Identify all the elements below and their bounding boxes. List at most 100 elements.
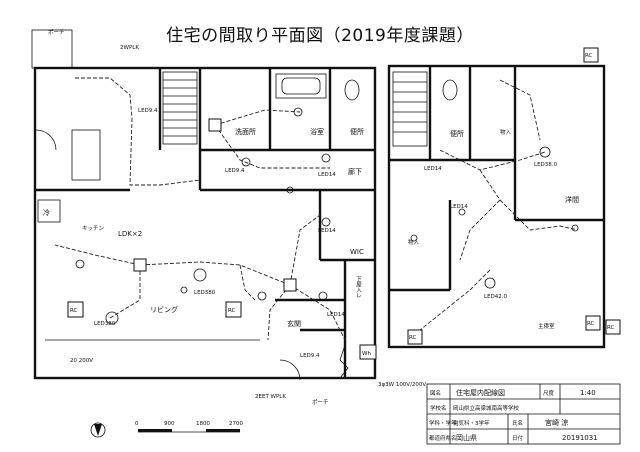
stairs-first-floor (162, 71, 198, 145)
led-label: LED380 (94, 321, 116, 327)
rc-remote: RC (605, 319, 621, 335)
porch-bottom-label: ポーチ (312, 399, 329, 406)
outlet-fixture (75, 259, 85, 269)
ceiling-light-fixture (286, 186, 294, 194)
storage2-label: 物入 (408, 238, 420, 246)
wire-run (499, 79, 541, 141)
service-label: 3φ3W 100V/200V (378, 382, 426, 388)
tb-date-label: 日付 (512, 434, 524, 442)
wire-run (239, 264, 256, 301)
led-label: LED42.0 (484, 294, 508, 300)
wire-run (129, 117, 201, 186)
led-label: LED14 (450, 204, 468, 210)
toilet-fixture (344, 79, 360, 101)
led-label: LED380 (194, 290, 216, 296)
tb-dept-label: 学科・学年 (429, 419, 457, 427)
western-label: 洋間 (565, 195, 579, 204)
led-label: LED14 (318, 172, 336, 178)
tb-person-value: 宮崎 涼 (545, 418, 568, 427)
north-arrow-ring (90, 422, 106, 438)
wire-run (419, 269, 491, 331)
wire-run (289, 214, 321, 286)
tb-scale-value: 1:40 (580, 389, 596, 397)
first-floor-outline (33, 66, 377, 380)
wire-run (499, 199, 579, 231)
scale-tick: 2700 (229, 421, 243, 427)
rc-remote: RC (583, 47, 599, 63)
tb-name-value: 住宅屋内配線図 (456, 388, 505, 397)
stairs-second-floor (392, 71, 428, 147)
toilet-fixture (442, 79, 458, 101)
ceiling-light-fixture (458, 208, 466, 216)
living-label: リビング (150, 305, 178, 314)
watt-hour-meter (359, 344, 377, 360)
title-block: 図名 住宅屋内配線図 尺度 1:40 学校名 岡山県立高梁城南高等学校 学科・学… (426, 383, 621, 445)
wire-run (214, 109, 301, 126)
junction-box (208, 118, 222, 132)
svg-text:RC: RC (585, 53, 593, 59)
wire-run (267, 284, 291, 341)
ceiling-light-fixture (321, 217, 331, 227)
refrigerator-label: 冷 (43, 208, 50, 217)
tb-pref-label: 都道府県名 (429, 434, 457, 442)
ceiling-light-fixture (293, 107, 303, 117)
wire-run (439, 149, 546, 171)
outlet-fixture (180, 286, 188, 294)
master-label: 主寝室 (538, 322, 555, 330)
svg-text:RC: RC (228, 308, 236, 314)
rc-remote: RC (225, 301, 242, 318)
bathroom-label: 浴室 (310, 127, 324, 136)
toilet1-label: 便所 (350, 127, 364, 136)
wire-run (214, 124, 330, 169)
svg-text:RC: RC (409, 335, 417, 341)
wire-run (459, 169, 501, 261)
tb-date-value: 20191031 (562, 434, 598, 442)
ac-label: 20 200V (70, 358, 93, 364)
ceiling-light-fixture (321, 153, 331, 163)
tb-pref-value: 岡山県 (456, 433, 477, 442)
second-floor-outline (387, 64, 606, 349)
first-floor-plan: ポーチ 冷 (31, 29, 426, 406)
under-stairs-label: 下屋入レ (355, 276, 362, 299)
junction-box (133, 258, 147, 272)
wire-run (54, 244, 141, 266)
wire-run (139, 261, 291, 286)
kitchen-counter (71, 129, 101, 181)
second-floor-plan: 便所 物入 物入 洋間 主寝室 LED42.0 LED38.0 LED14 LE… (387, 47, 621, 349)
porch-top-label: ポーチ (48, 29, 65, 36)
tb-scale-label: 尺度 (543, 389, 555, 397)
svg-text:RC: RC (607, 325, 615, 331)
outlet-fixture (571, 224, 579, 232)
rc-remote: RC (67, 301, 84, 318)
wp-label: 2WPLK (120, 45, 139, 51)
hallway-label: 廊下 (348, 167, 362, 176)
tb-school-label: 学校名 (430, 404, 447, 412)
junction-box (283, 278, 297, 292)
tb-person-label: 氏名 (512, 419, 523, 427)
scale-tick: 900 (164, 421, 175, 427)
ceiling-light-fixture (539, 146, 551, 158)
wire-run (75, 77, 133, 119)
rc-remote: RC (585, 315, 601, 331)
ceiling-light-fixture (257, 291, 267, 301)
service-drop (339, 344, 349, 379)
wic-label: WIC (350, 248, 364, 256)
porch-top-area (31, 29, 73, 69)
led-label: LED14 (327, 312, 345, 318)
ceiling-light-fixture (105, 311, 119, 325)
refrigerator (37, 199, 61, 223)
svg-text:RC: RC (587, 321, 595, 327)
outlet-fixture (410, 234, 418, 242)
wire-run (289, 284, 346, 341)
ceiling-light-fixture (193, 268, 207, 282)
drawing-title: 住宅の間取り平面図（2019年度課題） (166, 26, 474, 46)
washroom-label: 洗面所 (235, 127, 256, 136)
door-swing (35, 129, 57, 151)
ldk-label: LDK×2 (118, 230, 142, 238)
led-label: LED9.4 (300, 353, 320, 359)
scale-bar: 0 900 1800 2700 (90, 421, 243, 438)
scale-tick: 0 (135, 421, 139, 427)
bathtub (275, 73, 327, 99)
toilet2-label: 便所 (450, 129, 464, 138)
